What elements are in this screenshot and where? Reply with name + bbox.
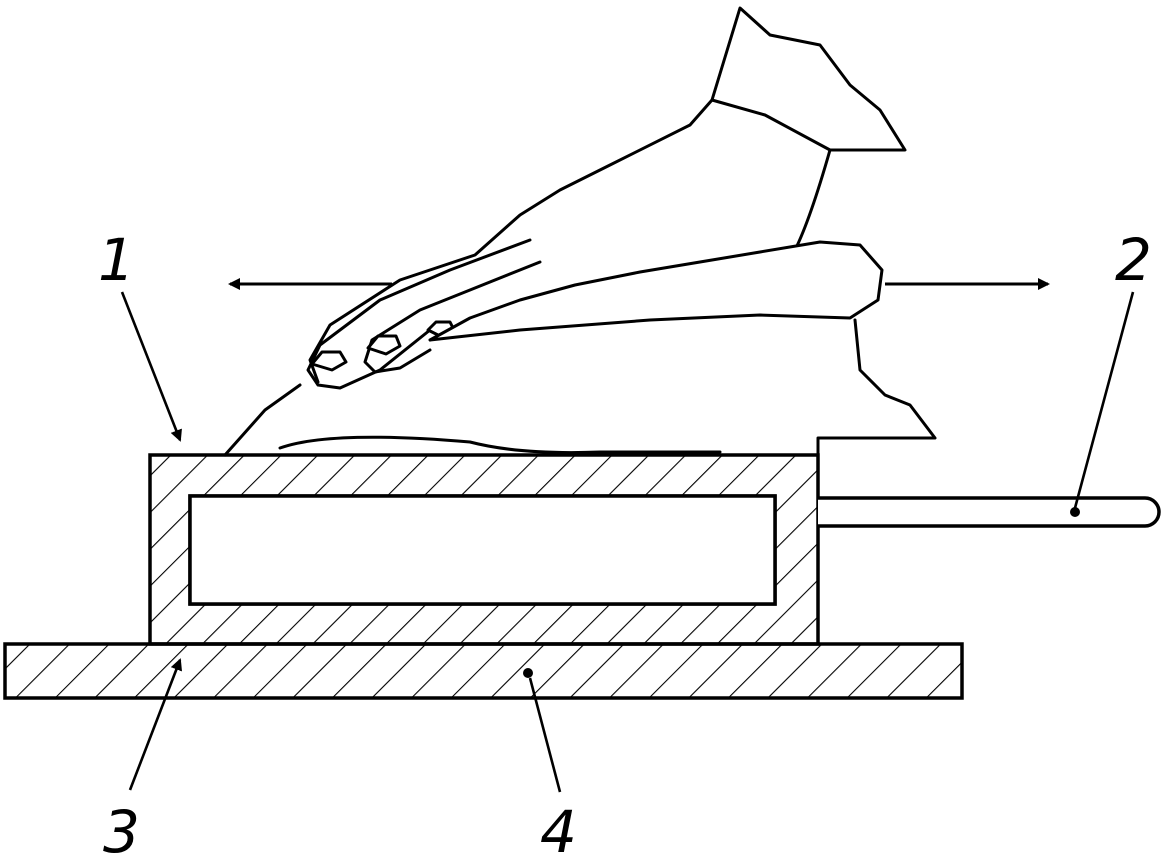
label-3: 3 — [103, 798, 140, 862]
housing-cavity — [188, 494, 777, 606]
leader-dot-2 — [1070, 507, 1080, 517]
leader-line-2 — [1073, 291, 1135, 509]
leader-lines — [120, 291, 1135, 793]
leader-line-1 — [120, 291, 182, 442]
hand-icon — [223, 6, 937, 457]
handle-rod — [818, 496, 1161, 528]
base-plate — [3, 642, 964, 700]
leader-dot-4 — [523, 668, 533, 678]
housing — [148, 453, 820, 646]
leader-line-4 — [528, 677, 562, 793]
label-4: 4 — [540, 798, 577, 862]
label-2: 2 — [1115, 226, 1152, 294]
leader-line-3 — [128, 658, 183, 791]
label-1: 1 — [98, 226, 135, 294]
